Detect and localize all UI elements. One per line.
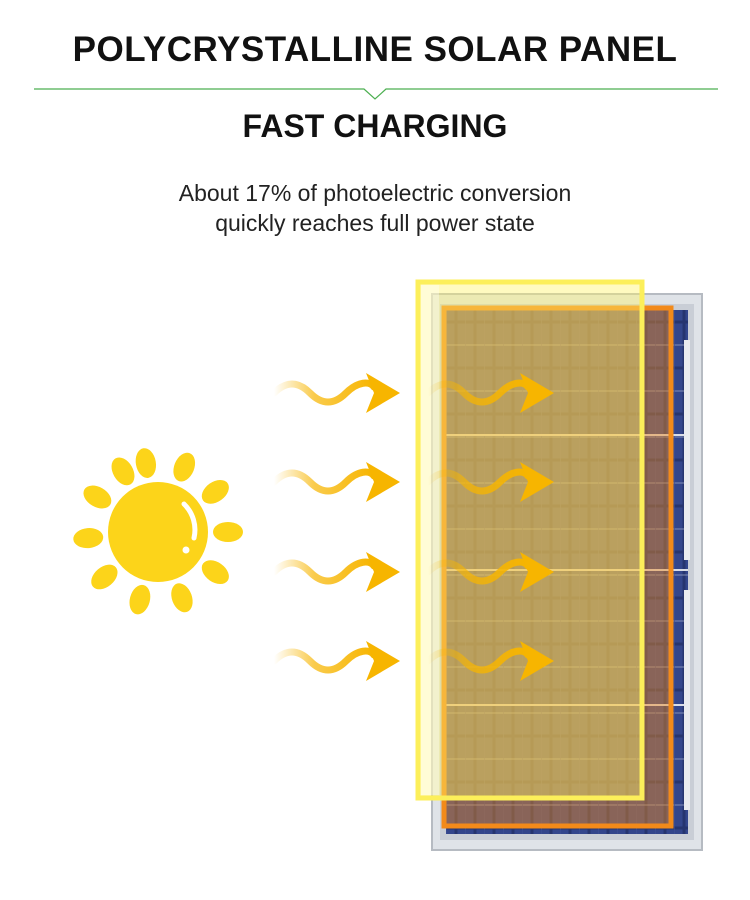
description: About 17% of photoelectric conversion qu… [0,178,750,238]
description-line-2: quickly reaches full power state [215,210,535,236]
page-subtitle: FAST CHARGING [242,108,508,144]
description-line-1: About 17% of photoelectric conversion [178,180,572,206]
wave-arrow-icon [274,373,400,681]
yellow-overlay-box [415,279,645,801]
solar-panel-image [431,293,703,851]
page-title: POLYCRYSTALLINE SOLAR PANEL [72,30,678,69]
sun-icon [73,448,243,615]
illustration [73,279,703,851]
title-divider [34,88,718,100]
orange-overlay-box [441,305,674,829]
